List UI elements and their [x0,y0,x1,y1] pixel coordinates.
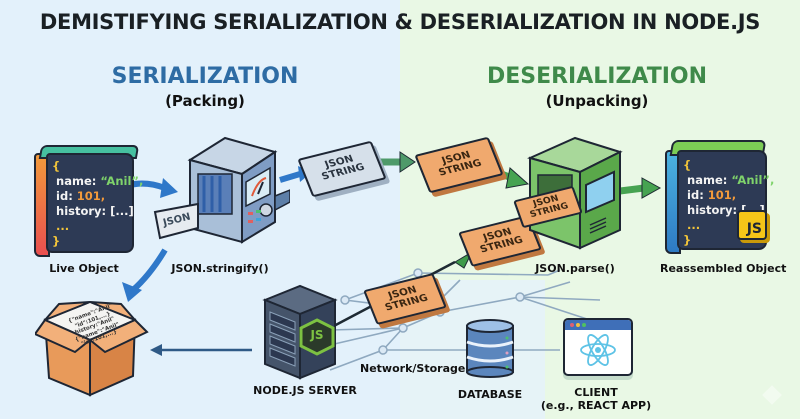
network-label: Network/Storage [360,362,466,375]
network-nodes [340,268,525,355]
code-id-value: 101, [76,189,106,203]
blue-arrowhead-3 [122,282,142,302]
client-label-line2: (e.g., REACT APP) [540,399,652,412]
serialization-subheading: (Packing) [165,92,245,110]
window-minimize-dot [576,323,580,327]
window-maximize-dot [582,323,586,327]
client-label: CLIENT(e.g., REACT APP) [540,386,652,412]
reassembled-object-code-panel: { name: “Anil”, id: 101, history: [...] … [677,150,774,250]
react-logo-icon [580,334,616,366]
blue-arrow-to-box [130,248,168,293]
code-name-value: “Anil”, [100,174,144,188]
code-id-value: 101, [707,188,737,202]
cardboard-box: {"name":"Anil""id":101,...}history:"Anil… [35,290,150,400]
stringify-machine: JSON [150,130,290,250]
blue-arrow-to-grey-card [279,171,301,183]
page-title: DEMISTIFYING SERIALIZATION & DESERIALIZA… [39,10,761,34]
window-close-dot [570,323,574,327]
database-icon [465,318,515,378]
cardboard-box-graphic [35,301,149,397]
transfer-arrowhead [399,151,416,173]
parse-label: JSON.parse() [535,262,615,275]
deserialization-heading: DESERIALIZATION [486,64,708,89]
client-window-icon [563,318,633,376]
code-name-value: “Anil”, [731,173,775,187]
code-ellipsis: ... [56,219,70,233]
server-graphic [262,284,338,380]
code-brace-open: { [52,159,61,173]
code-history: history: [...] [56,204,134,218]
blue-arrowhead [160,178,178,198]
serialization-heading: SERIALIZATION [111,64,299,89]
server-label: NODE.JS SERVER [253,384,357,397]
deserialization-subheading: (Unpacking) [545,92,649,110]
client-window-titlebar [565,320,631,330]
client-label-line1: CLIENT [574,386,618,399]
node-js-hex-icon: JS [310,328,324,342]
nodejs-server: JS [255,280,355,380]
live-object-code-panel: { name: “Anil”, id: 101, history: [...] … [46,153,143,253]
code-brace-close: } [683,233,692,247]
live-object: { name: “Anil”, id: 101, history: [...] … [34,145,143,257]
code-brace-open: { [683,158,692,172]
client-window [563,318,633,376]
database-graphic [466,319,514,378]
code-id-key: id: [687,188,708,202]
code-ellipsis: ... [687,218,701,232]
code-name-key: name: [687,173,732,187]
reassembled-object: { name: “Anil”, id: 101, history: [...] … [665,140,774,254]
parse-machine-graphic [527,136,623,250]
reassembled-object-label: Reassembled Object [660,262,787,275]
green-arrowhead-reassembled [641,177,662,199]
stringify-machine-graphic: JSON [153,136,290,244]
js-badge-icon: JS [737,210,767,240]
live-object-label: Live Object [49,262,119,275]
database-label: DATABASE [457,388,523,401]
green-arrowhead-parse [505,167,530,189]
code-id-key: id: [56,189,77,203]
code-brace-close: } [52,234,61,248]
code-name-key: name: [56,174,101,188]
server-to-box-arrowhead [150,344,162,356]
stringify-label: JSON.stringify() [171,262,269,275]
